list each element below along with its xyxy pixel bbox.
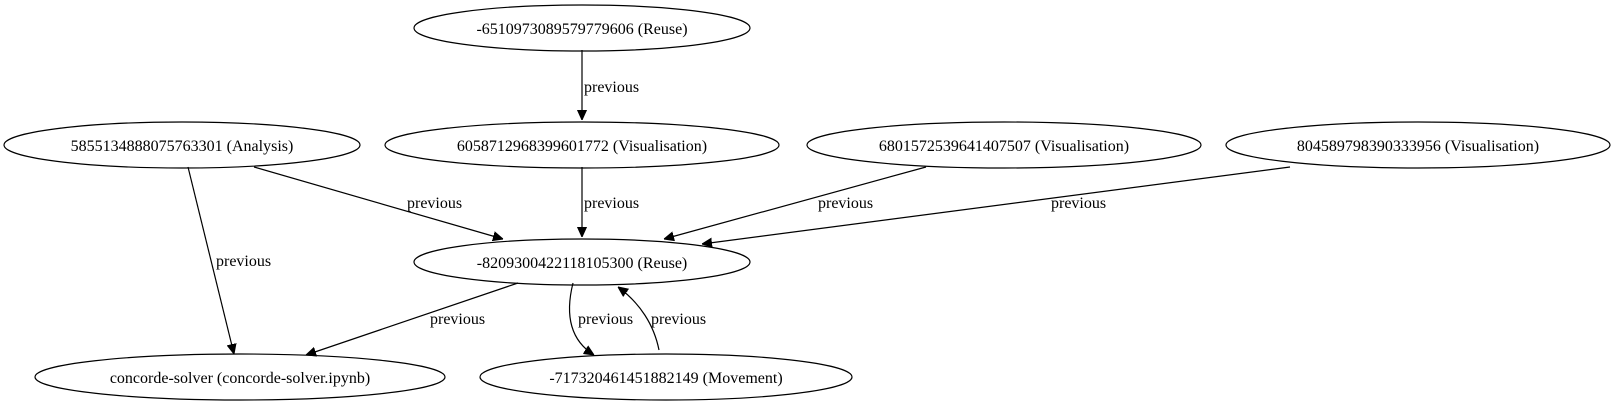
edge-reuse-mid-to-movement: previous — [568, 282, 633, 355]
edge-label: previous — [578, 311, 633, 328]
node-label: 5855134888075763301 (Analysis) — [71, 138, 294, 155]
node-vis1[interactable]: 6058712968399601772 (Visualisation) — [384, 121, 780, 169]
edge-label: previous — [584, 195, 639, 212]
edge-line — [187, 166, 234, 354]
edge-line — [306, 282, 519, 355]
edge-line — [568, 282, 594, 355]
edge-reuse-top-to-vis1: previous — [582, 50, 639, 120]
node-label: -8209300422118105300 (Reuse) — [477, 255, 688, 272]
node-label: concorde-solver (concorde-solver.ipynb) — [110, 370, 370, 387]
node-ellipse — [806, 121, 1202, 169]
edge-movement-to-reuse-mid: previous — [618, 287, 706, 351]
node-ellipse — [413, 238, 751, 286]
edge-vis2-to-reuse-mid: previous — [664, 166, 927, 239]
node-vis2[interactable]: 6801572539641407507 (Visualisation) — [806, 121, 1202, 169]
edge-line — [253, 166, 503, 239]
node-analysis[interactable]: 5855134888075763301 (Analysis) — [3, 121, 361, 169]
node-ellipse — [384, 121, 780, 169]
node-label: 804589798390333956 (Visualisation) — [1297, 138, 1539, 155]
node-label: -6510973089579779606 (Reuse) — [476, 21, 687, 38]
edge-line — [664, 166, 927, 239]
node-ellipse — [3, 121, 361, 169]
edge-label: previous — [818, 195, 873, 212]
edge-label: previous — [430, 311, 485, 328]
edge-label: previous — [407, 195, 462, 212]
edge-vis3-to-reuse-mid: previous — [702, 166, 1291, 244]
node-movement[interactable]: -717320461451882149 (Movement) — [479, 353, 853, 401]
node-ellipse — [34, 353, 446, 401]
edges: previous previous previous previous prev… — [187, 50, 1291, 355]
edge-label: previous — [1051, 195, 1106, 212]
edge-line — [702, 166, 1291, 244]
edge-vis1-to-reuse-mid: previous — [582, 167, 639, 237]
edge-analysis-to-concorde: previous — [187, 166, 271, 354]
edge-label: previous — [216, 253, 271, 270]
node-reuse-mid[interactable]: -8209300422118105300 (Reuse) — [413, 238, 751, 286]
node-ellipse — [413, 4, 751, 52]
edge-label: previous — [651, 311, 706, 328]
node-label: -717320461451882149 (Movement) — [549, 370, 782, 387]
node-label: 6801572539641407507 (Visualisation) — [879, 138, 1129, 155]
edge-analysis-to-reuse-mid: previous — [253, 166, 503, 239]
edge-line — [618, 287, 660, 351]
nodes: -6510973089579779606 (Reuse) 58551348880… — [3, 4, 1611, 401]
node-label: 6058712968399601772 (Visualisation) — [457, 138, 707, 155]
node-reuse-top[interactable]: -6510973089579779606 (Reuse) — [413, 4, 751, 52]
node-ellipse — [479, 353, 853, 401]
node-concorde[interactable]: concorde-solver (concorde-solver.ipynb) — [34, 353, 446, 401]
edge-reuse-mid-to-concorde: previous — [306, 282, 519, 355]
node-vis3[interactable]: 804589798390333956 (Visualisation) — [1225, 121, 1611, 169]
node-ellipse — [1225, 121, 1611, 169]
edge-label: previous — [584, 79, 639, 96]
